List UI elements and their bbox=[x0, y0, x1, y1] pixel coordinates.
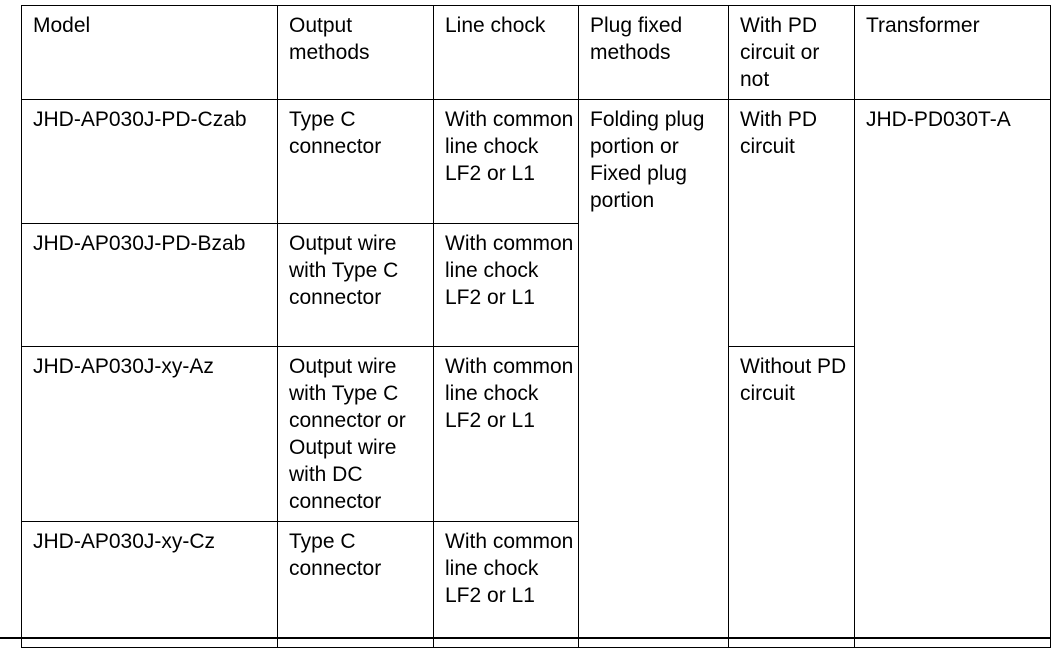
cell-model: JHD-AP030J-PD-Czab bbox=[21, 99, 278, 224]
cell-output: Type C connector bbox=[277, 99, 434, 224]
column-header-plug-fixed: Plug fixed methods bbox=[578, 5, 729, 100]
cell-output: Output wire with Type C connector or Out… bbox=[277, 346, 434, 522]
model-specification-table: Model Output methods Line chock Plug fix… bbox=[21, 5, 1051, 648]
cell-without-pd-circuit: Without PD circuit bbox=[728, 346, 855, 648]
cell-output: Type C connector bbox=[277, 521, 434, 648]
cell-line-chock: With common line chock LF2 or L1 bbox=[433, 521, 579, 648]
column-header-model: Model bbox=[21, 5, 278, 100]
cell-output: Output wire with Type C connector bbox=[277, 223, 434, 347]
cell-plug-fixed-methods: Folding plug portion or Fixed plug porti… bbox=[578, 99, 729, 648]
cell-model: JHD-AP030J-xy-Cz bbox=[21, 521, 278, 648]
table-header: Model Output methods Line chock Plug fix… bbox=[21, 5, 1051, 100]
page-bottom-rule bbox=[0, 637, 1051, 639]
column-header-line-chock: Line chock bbox=[433, 5, 579, 100]
column-header-transformer: Transformer bbox=[854, 5, 1051, 100]
cell-transformer: JHD-PD030T-A bbox=[854, 99, 1051, 648]
table-row: JHD-AP030J-xy-Az Output wire with Type C… bbox=[21, 346, 1051, 648]
cell-with-pd-circuit: With PD circuit bbox=[728, 99, 855, 347]
column-header-pd-circuit: With PD circuit or not bbox=[728, 5, 855, 100]
table-row: JHD-AP030J-PD-Czab Type C connector With… bbox=[21, 99, 1051, 648]
cell-line-chock: With common line chock LF2 or L1 bbox=[433, 99, 579, 224]
table-header-row: Model Output methods Line chock Plug fix… bbox=[21, 5, 1051, 100]
table-row: JHD-AP030J-xy-Cz Type C connector With c… bbox=[21, 521, 1051, 648]
cell-line-chock: With common line chock LF2 or L1 bbox=[433, 223, 579, 347]
cell-model: JHD-AP030J-xy-Az bbox=[21, 346, 278, 522]
cell-model: JHD-AP030J-PD-Bzab bbox=[21, 223, 278, 347]
column-header-output: Output methods bbox=[277, 5, 434, 100]
table-body: JHD-AP030J-PD-Czab Type C connector With… bbox=[21, 99, 1051, 648]
cell-line-chock: With common line chock LF2 or L1 bbox=[433, 346, 579, 522]
table-row: JHD-AP030J-PD-Bzab Output wire with Type… bbox=[21, 223, 1051, 347]
